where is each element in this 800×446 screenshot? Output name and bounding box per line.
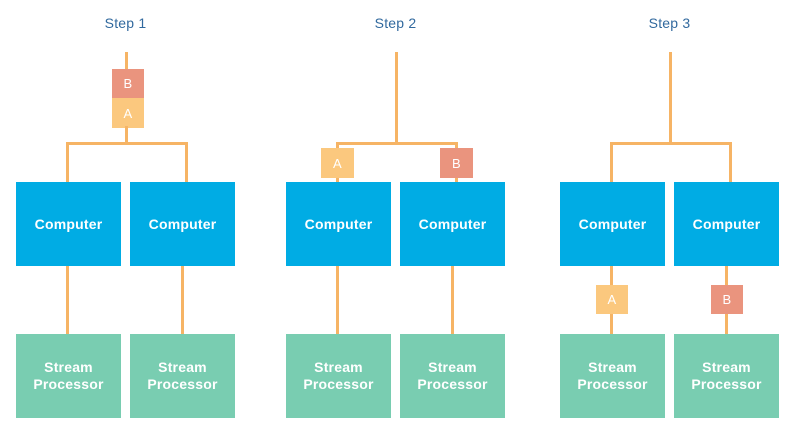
step-1-panel: Step 1 B A Computer Computer Stream — [0, 0, 251, 446]
step-1-stream-right-label-line1: Stream — [158, 359, 207, 375]
step-1-left-link-line — [66, 266, 69, 334]
step-3-computer-right: Computer — [674, 182, 779, 266]
step-1-stream-processor-right: Stream Processor — [130, 334, 235, 418]
step-3-left-drop-line — [610, 142, 613, 183]
step-1-stream-processor-left: Stream Processor — [16, 334, 121, 418]
step-1-stream-left-label-line1: Stream — [44, 359, 93, 375]
step-2-right-link-line — [451, 266, 454, 334]
step-3-right-drop-line — [729, 142, 732, 183]
step-1-trunk-line-bottom — [125, 126, 128, 145]
step-3-stream-right-label-line2: Processor — [691, 376, 762, 392]
step-3-panel: Step 3 Computer Computer A B Stream Proc… — [544, 0, 795, 446]
step-1-packet-a-label: A — [123, 105, 133, 121]
step-3-title: Step 3 — [648, 15, 691, 31]
step-1-left-drop-line — [66, 142, 69, 183]
step-3-computer-left-label: Computer — [578, 216, 647, 232]
step-3-stream-left-label-line2: Processor — [577, 376, 648, 392]
step-2-computer-left: Computer — [286, 182, 391, 266]
step-3-stream-left-label-line1: Stream — [588, 359, 637, 375]
step-3-stream-right-label-line1: Stream — [702, 359, 751, 375]
step-2-trunk-line — [395, 52, 398, 144]
step-3-packet-b: B — [711, 285, 743, 314]
step-1-stream-left-label-line2: Processor — [33, 376, 104, 392]
step-3-computer-right-label: Computer — [692, 216, 761, 232]
step-1-packet-b: B — [112, 69, 144, 98]
step-1-title: Step 1 — [104, 15, 147, 31]
step-1-packet-b-label: B — [123, 76, 133, 91]
step-2-packet-a: A — [321, 148, 354, 178]
step-1-right-drop-line — [185, 142, 188, 183]
step-2-stream-processor-right: Stream Processor — [400, 334, 505, 418]
step-2-stream-right-label-line1: Stream — [428, 359, 477, 375]
step-2-computer-right: Computer — [400, 182, 505, 266]
step-2-title: Step 2 — [374, 15, 417, 31]
step-2-packet-a-label: A — [333, 155, 342, 171]
step-2-stream-left-label-line1: Stream — [314, 359, 363, 375]
step-1-packet-a: A — [112, 98, 144, 128]
step-2-split-bar — [336, 142, 458, 145]
step-3-packet-a: A — [596, 285, 628, 314]
step-2-computer-right-label: Computer — [418, 216, 487, 232]
step-3-stream-processor-right: Stream Processor — [674, 334, 779, 418]
step-2-packet-b-label: B — [452, 155, 461, 171]
step-1-right-link-line — [181, 266, 184, 334]
step-2-panel: Step 2 A B Computer Computer Stream Proc… — [270, 0, 521, 446]
step-2-stream-processor-left: Stream Processor — [286, 334, 391, 418]
step-3-packet-b-label: B — [722, 292, 732, 307]
step-2-stream-right-label-line2: Processor — [417, 376, 488, 392]
step-3-stream-processor-left: Stream Processor — [560, 334, 665, 418]
step-1-computer-right: Computer — [130, 182, 235, 266]
step-1-stream-right-label-line2: Processor — [147, 376, 218, 392]
step-1-split-bar — [66, 142, 188, 145]
step-2-left-link-line — [336, 266, 339, 334]
step-1-computer-right-label: Computer — [148, 216, 217, 232]
step-2-computer-left-label: Computer — [304, 216, 373, 232]
step-3-computer-left: Computer — [560, 182, 665, 266]
step-3-split-bar — [610, 142, 732, 145]
step-2-stream-left-label-line2: Processor — [303, 376, 374, 392]
step-1-computer-left-label: Computer — [34, 216, 103, 232]
step-1-computer-left: Computer — [16, 182, 121, 266]
step-2-packet-b: B — [440, 148, 473, 178]
step-3-packet-a-label: A — [607, 292, 617, 307]
step-3-trunk-line — [669, 52, 672, 144]
step-1-trunk-line-top — [125, 52, 128, 72]
